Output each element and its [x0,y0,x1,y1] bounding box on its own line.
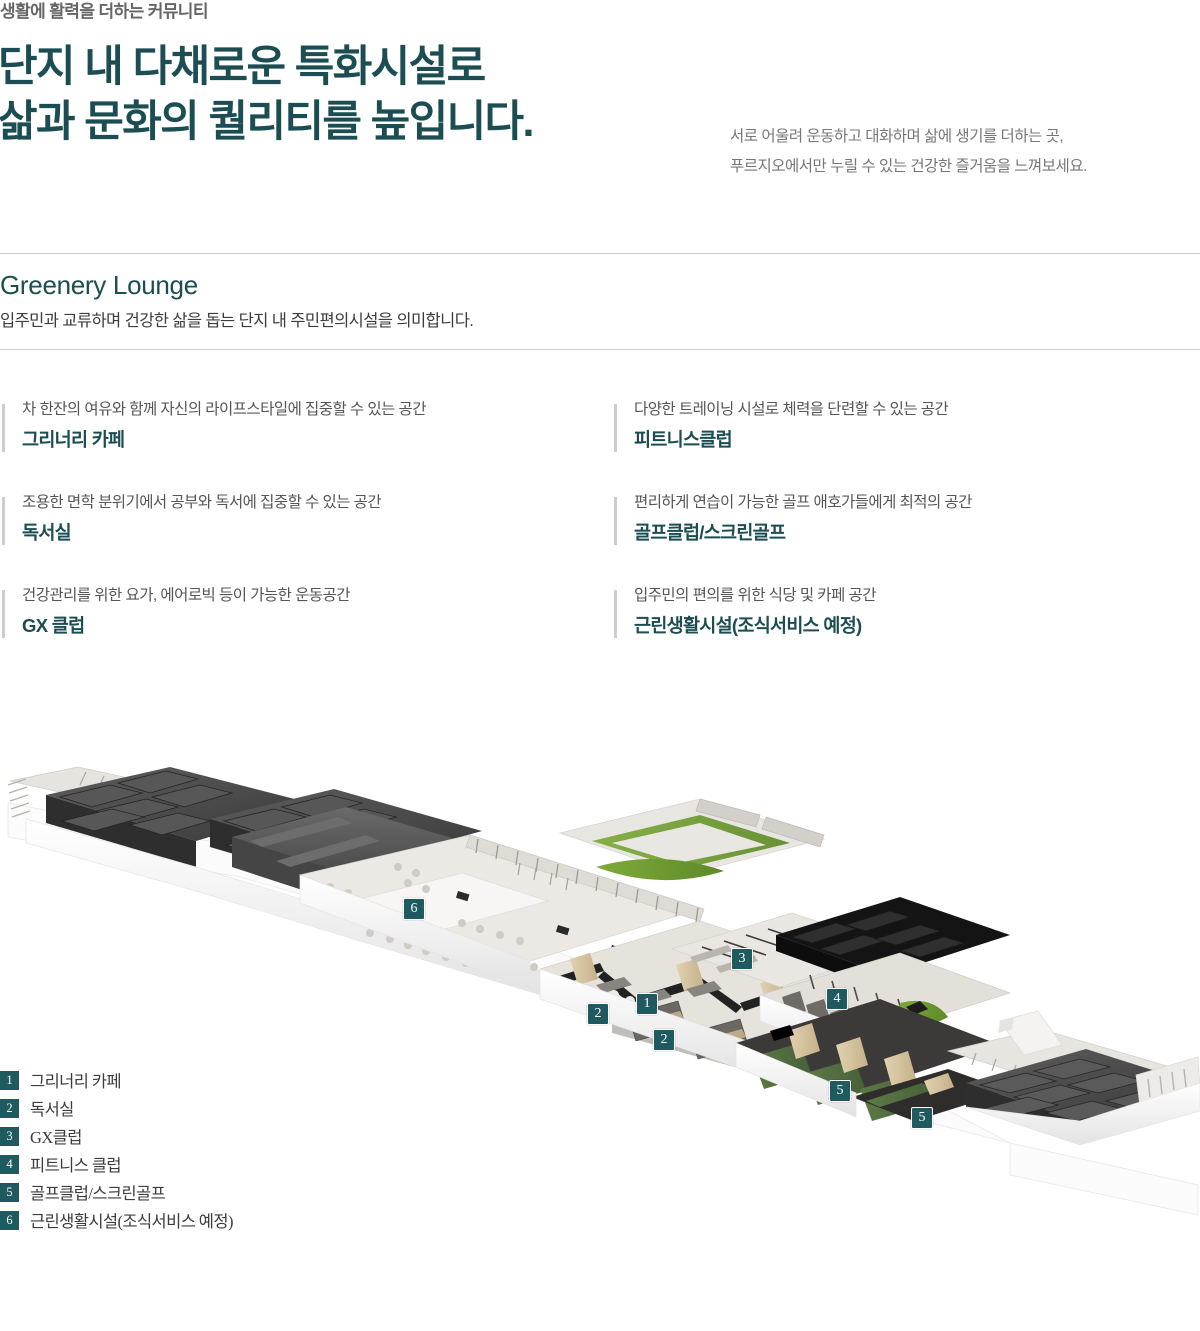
facility-column-left: 차 한잔의 여유와 함께 자신의 라이프스타일에 집중할 수 있는 공간 그리너… [0,400,585,679]
legend-badge: 4 [0,1154,19,1174]
plan-marker-3[interactable]: 3 [731,948,753,970]
plan-marker-label: 5 [829,1080,851,1102]
lead-line-1: 서로 어울려 운동하고 대화하며 삶에 생기를 더하는 곳, [730,128,1064,145]
facility-description: 차 한잔의 여유와 함께 자신의 라이프스타일에 집중할 수 있는 공간 [22,401,427,418]
legend-badge: 1 [0,1070,19,1090]
plan-marker-label: 3 [731,948,753,970]
facility-name: 독서실 [22,522,72,544]
plan-segment-green-roof [517,798,826,891]
legend-label: 그리너리 카페 [30,1072,122,1091]
legend-label: GX클럽 [30,1128,82,1147]
legend-item: 2 독서실 [0,1094,233,1122]
lead-line-2: 푸르지오에서만 누릴 수 있는 건강한 즐거움을 느껴보세요. [730,158,1087,176]
facility-item: 조용한 면학 분위기에서 공부와 독서에 집중할 수 있는 공간 독서실 [0,493,585,586]
facility-description: 건강관리를 위한 요가, 에어로빅 등이 가능한 운동공간 [22,587,350,604]
facility-name: 그리너리 카페 [22,429,125,451]
page-title-line-1: 단지 내 다채로운 특화시설로 [0,43,486,91]
legend-label: 독서실 [30,1100,74,1119]
plan-marker-2b[interactable]: 2 [653,1029,675,1051]
accent-bar [2,590,5,638]
eyebrow-text: 생활에 활력을 더하는 커뮤니티 [0,2,208,21]
legend-badge: 6 [0,1210,19,1230]
facility-item: 편리하게 연습이 가능한 골프 애호가들에게 최적의 공간 골프클럽/스크린골프 [612,493,1197,586]
facility-name: 근린생활시설(조식서비스 예정) [634,615,862,637]
plan-marker-4[interactable]: 4 [826,988,848,1010]
plan-marker-label: 6 [403,898,425,920]
facility-description: 조용한 면학 분위기에서 공부와 독서에 집중할 수 있는 공간 [22,494,382,511]
floorplan-legend: 1 그리너리 카페 2 독서실 3 GX클럽 4 피트니스 클럽 5 골프클럽/… [0,1066,233,1234]
legend-label: 근린생활시설(조식서비스 예정) [30,1212,233,1231]
plan-segment-golf-club [735,999,1010,1121]
plan-marker-6[interactable]: 6 [403,898,425,920]
lead-paragraph: 서로 어울려 운동하고 대화하며 삶에 생기를 더하는 곳, 푸르지오에서만 누… [730,122,1087,182]
legend-item: 1 그리너리 카페 [0,1066,233,1094]
facility-description: 편리하게 연습이 가능한 골프 애호가들에게 최적의 공간 [634,494,972,511]
legend-item: 6 근린생활시설(조식서비스 예정) [0,1206,233,1234]
facility-name: 피트니스클럽 [634,429,733,451]
divider-mid [0,349,1200,350]
page-title-line-2: 삶과 문화의 퀄리티를 높입니다. [0,98,534,147]
legend-label: 피트니스 클럽 [30,1156,122,1175]
facility-name: GX 클럽 [22,615,85,637]
plan-marker-2a[interactable]: 2 [587,1003,609,1025]
divider-top [0,253,1200,254]
plan-marker-5a[interactable]: 5 [829,1080,851,1102]
facility-item: 건강관리를 위한 요가, 에어로빅 등이 가능한 운동공간 GX 클럽 [0,586,585,679]
accent-bar [614,590,617,638]
floorplan-svg [7,766,1200,1216]
accent-bar [614,497,617,545]
accent-bar [2,404,5,452]
plan-marker-label: 2 [653,1029,675,1051]
plan-marker-1[interactable]: 1 [636,993,658,1015]
accent-bar [614,404,617,452]
facility-description: 입주민의 편의를 위한 식당 및 카페 공간 [634,587,876,604]
plan-marker-label: 1 [636,993,658,1015]
facility-item: 다양한 트레이닝 시설로 체력을 단련할 수 있는 공간 피트니스클럽 [612,400,1197,493]
plan-marker-label: 4 [826,988,848,1010]
plan-segment-east-residential [946,1010,1200,1146]
plan-marker-5b[interactable]: 5 [911,1107,933,1129]
legend-item: 5 골프클럽/스크린골프 [0,1178,233,1206]
plan-marker-label: 2 [587,1003,609,1025]
facility-item: 차 한잔의 여유와 함께 자신의 라이프스타일에 집중할 수 있는 공간 그리너… [0,400,585,493]
facility-column-right: 다양한 트레이닝 시설로 체력을 단련할 수 있는 공간 피트니스클럽 편리하게… [612,400,1197,679]
legend-badge: 3 [0,1126,19,1146]
page-title: 단지 내 다채로운 특화시설로 삶과 문화의 퀄리티를 높입니다. [0,40,534,150]
plan-segment-cafe [232,807,705,990]
section-title: Greenery Lounge [0,270,198,300]
legend-badge: 2 [0,1098,19,1118]
accent-bar [2,497,5,545]
floorplan-illustration: 6 2 1 2 3 4 5 5 [0,745,1200,1305]
legend-item: 4 피트니스 클럽 [0,1150,233,1178]
legend-badge: 5 [0,1182,19,1202]
plan-marker-label: 5 [911,1107,933,1129]
section-description: 입주민과 교류하며 건강한 삶을 돕는 단지 내 주민편의시설을 의미합니다. [0,312,474,330]
facility-name: 골프클럽/스크린골프 [634,522,786,544]
plan-segment-reading-rooms [538,920,932,1080]
legend-item: 3 GX클럽 [0,1122,233,1150]
legend-label: 골프클럽/스크린골프 [30,1184,166,1203]
facility-description: 다양한 트레이닝 시설로 체력을 단련할 수 있는 공간 [634,401,949,418]
facility-item: 입주민의 편의를 위한 식당 및 카페 공간 근린생활시설(조식서비스 예정) [612,586,1197,679]
